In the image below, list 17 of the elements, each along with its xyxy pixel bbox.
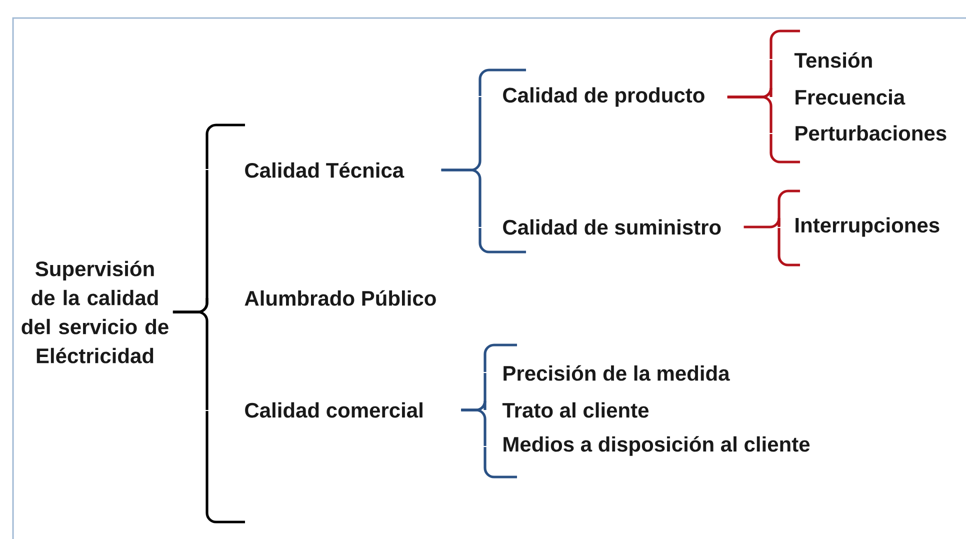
item-text: Tensión	[794, 52, 872, 68]
item-text: Medios a disposición al cliente	[504, 436, 810, 456]
item-text: Interrupciones	[796, 217, 940, 237]
brace	[461, 408, 486, 446]
item-text: Precisión de la medida	[504, 365, 730, 381]
title-text: Supervisión de la calidad del servicio de Eléctricidad	[22, 260, 168, 364]
item-text: Trato al cliente	[502, 402, 649, 418]
item-text: Perturbaciones	[796, 125, 946, 141]
brace	[727, 96, 772, 133]
brace	[172, 310, 208, 410]
item-text: Calidad de suministro	[503, 219, 721, 235]
item-text: Frecuencia	[796, 89, 906, 105]
brace	[441, 168, 482, 227]
item-text: Alumbrado Público	[244, 290, 436, 306]
item-text: Calidad de producto	[503, 87, 704, 107]
item-text: Calidad comercial	[245, 402, 422, 418]
item-text: Calidad Técnica	[245, 162, 404, 178]
